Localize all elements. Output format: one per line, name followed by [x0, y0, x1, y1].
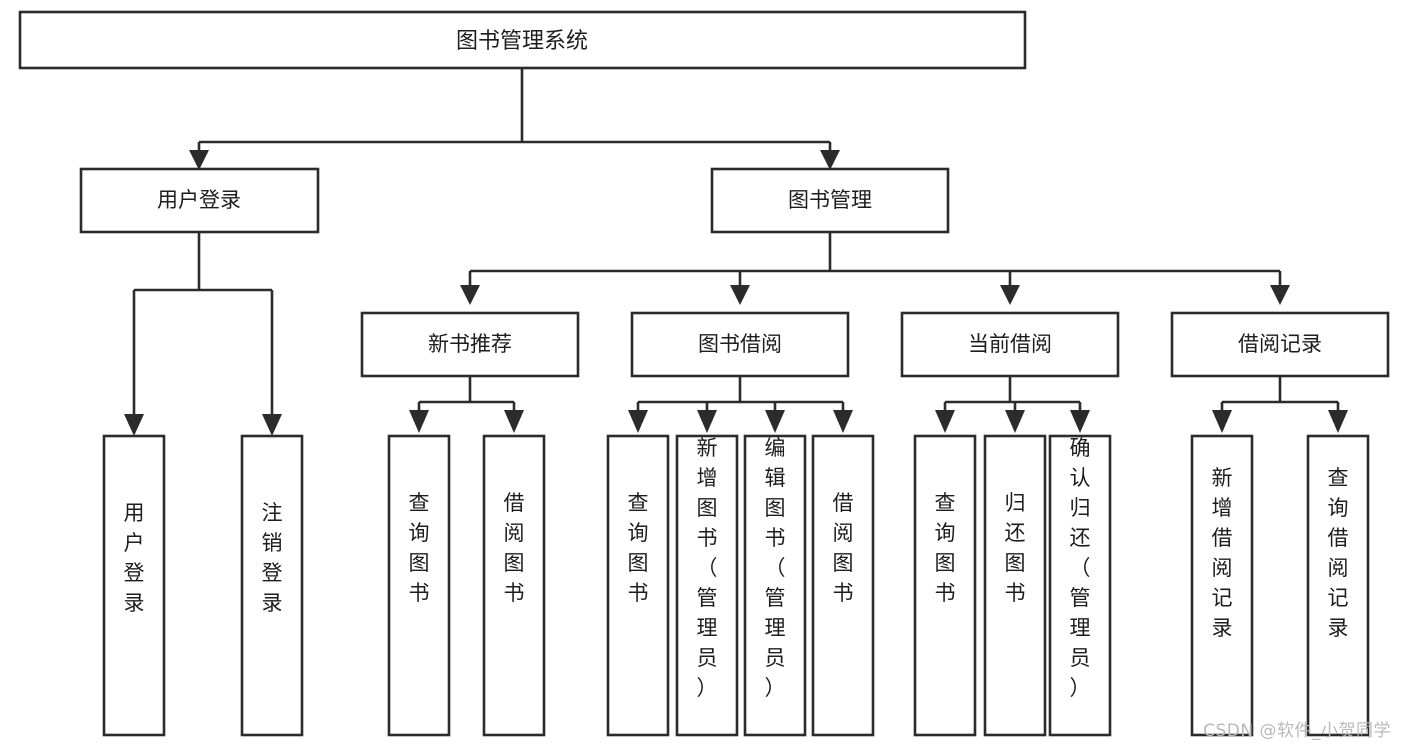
arrow-head-icon-leaf-query-book-3	[935, 410, 955, 433]
arrow-head-icon-leaf-user-logout	[262, 414, 282, 436]
node-box-root[interactable]	[18, 10, 1027, 70]
arrow-head-icon-leaf-add-record	[1212, 410, 1232, 433]
node-label-leaf-add-book: 新增图书（管理员）	[697, 436, 718, 700]
node-box-leaf-borrow-book-1[interactable]	[482, 434, 546, 737]
arrow-head-icon-user-login	[189, 150, 209, 170]
node-label-leaf-borrow-book-2: 借阅图书	[833, 491, 854, 605]
node-box-leaf-query-record[interactable]	[1306, 434, 1370, 737]
node-borrow-record[interactable]: 借阅记录	[1170, 311, 1390, 378]
node-box-leaf-user-login[interactable]	[102, 434, 166, 737]
arrow-head-icon-book-borrow	[730, 285, 750, 305]
node-label-borrow-record: 借阅记录	[1238, 332, 1322, 356]
node-label-user-login: 用户登录	[157, 188, 241, 212]
node-box-new-book-recommend[interactable]	[360, 311, 580, 378]
node-leaf-edit-book[interactable]: 编辑图书（管理员）	[743, 434, 807, 737]
arrow-head-icon-current-borrow	[1000, 285, 1020, 305]
node-leaf-add-record[interactable]: 新增借阅记录	[1190, 434, 1254, 737]
node-label-leaf-query-book-3: 查询图书	[935, 491, 956, 605]
node-label-leaf-user-logout: 注销登录	[262, 501, 283, 615]
node-label-current-borrow: 当前借阅	[968, 332, 1052, 356]
node-label-book-management: 图书管理	[788, 188, 872, 212]
node-leaf-query-record[interactable]: 查询借阅记录	[1306, 434, 1370, 737]
node-label-leaf-query-book-1: 查询图书	[409, 491, 430, 605]
node-leaf-query-book-2[interactable]: 查询图书	[606, 434, 670, 737]
node-box-borrow-record[interactable]	[1170, 311, 1390, 378]
node-label-root: 图书管理系统	[456, 29, 588, 54]
node-box-leaf-add-book[interactable]	[675, 434, 739, 737]
node-leaf-borrow-book-1[interactable]: 借阅图书	[482, 434, 546, 737]
node-box-leaf-edit-book[interactable]	[743, 434, 807, 737]
node-box-leaf-query-book-2[interactable]	[606, 434, 670, 737]
node-root[interactable]: 图书管理系统	[18, 10, 1027, 70]
node-label-leaf-add-record: 新增借阅记录	[1212, 466, 1233, 640]
node-box-leaf-confirm-return[interactable]	[1048, 434, 1112, 737]
node-leaf-return-book[interactable]: 归还图书	[983, 434, 1047, 737]
node-user-login[interactable]: 用户登录	[79, 167, 320, 234]
node-current-borrow[interactable]: 当前借阅	[900, 311, 1120, 378]
arrow-head-icon-new-book-recommend	[460, 285, 480, 305]
node-leaf-borrow-book-2[interactable]: 借阅图书	[811, 434, 875, 737]
node-leaf-user-logout[interactable]: 注销登录	[240, 434, 304, 737]
arrow-head-icon-leaf-add-book	[697, 410, 717, 433]
arrowhead-layer	[124, 150, 1348, 436]
node-label-leaf-borrow-book-1: 借阅图书	[504, 491, 525, 605]
node-box-user-login[interactable]	[79, 167, 320, 234]
arrow-head-icon-leaf-confirm-return	[1070, 410, 1090, 433]
node-label-leaf-edit-book: 编辑图书（管理员）	[765, 436, 786, 700]
node-box-leaf-query-book-3[interactable]	[913, 434, 977, 737]
node-box-leaf-query-book-1[interactable]	[387, 434, 451, 737]
node-book-management[interactable]: 图书管理	[710, 167, 950, 234]
node-label-leaf-query-record: 查询借阅记录	[1328, 466, 1349, 640]
node-box-leaf-return-book[interactable]	[983, 434, 1047, 737]
node-leaf-user-login[interactable]: 用户登录	[102, 434, 166, 737]
node-book-borrow[interactable]: 图书借阅	[630, 311, 850, 378]
arrow-head-icon-leaf-query-record	[1328, 410, 1348, 433]
node-leaf-confirm-return[interactable]: 确认归还（管理员）	[1048, 434, 1112, 737]
node-label-leaf-query-book-2: 查询图书	[628, 491, 649, 605]
node-label-new-book-recommend: 新书推荐	[428, 332, 512, 356]
arrow-head-icon-borrow-record	[1270, 285, 1290, 305]
node-leaf-query-book-3[interactable]: 查询图书	[913, 434, 977, 737]
node-box-book-borrow[interactable]	[630, 311, 850, 378]
arrow-head-icon-leaf-return-book	[1005, 410, 1025, 433]
arrow-head-icon-book-management	[820, 150, 840, 170]
node-box-leaf-user-logout[interactable]	[240, 434, 304, 737]
node-label-leaf-return-book: 归还图书	[1005, 491, 1026, 605]
node-label-leaf-user-login: 用户登录	[124, 501, 145, 615]
arrow-head-icon-leaf-query-book-1	[409, 410, 429, 433]
node-leaf-query-book-1[interactable]: 查询图书	[387, 434, 451, 737]
node-new-book-recommend[interactable]: 新书推荐	[360, 311, 580, 378]
arrow-head-icon-leaf-user-login	[124, 414, 144, 436]
node-box-book-management[interactable]	[710, 167, 950, 234]
arrow-head-icon-leaf-borrow-book-1	[504, 410, 524, 433]
node-label-leaf-confirm-return: 确认归还（管理员）	[1070, 436, 1091, 700]
arrow-head-icon-leaf-edit-book	[765, 410, 785, 433]
arrow-head-icon-leaf-borrow-book-2	[833, 410, 853, 433]
node-box-leaf-borrow-book-2[interactable]	[811, 434, 875, 737]
arrow-head-icon-leaf-query-book-2	[628, 410, 648, 433]
node-label-book-borrow: 图书借阅	[698, 332, 782, 356]
node-box-current-borrow[interactable]	[900, 311, 1120, 378]
node-box-leaf-add-record[interactable]	[1190, 434, 1254, 737]
node-leaf-add-book[interactable]: 新增图书（管理员）	[675, 434, 739, 737]
